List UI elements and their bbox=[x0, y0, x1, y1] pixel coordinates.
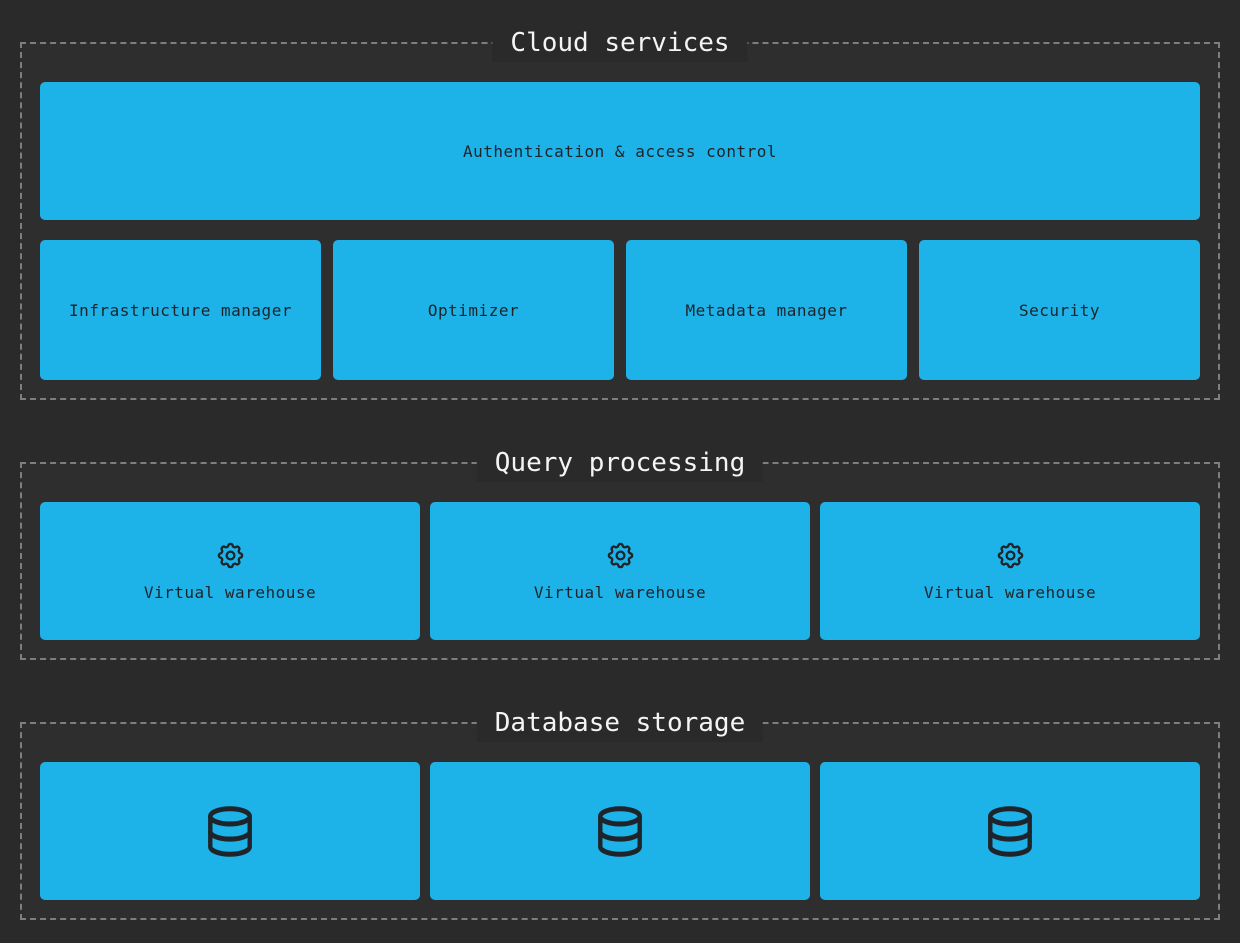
virtual-warehouse-label: Virtual warehouse bbox=[143, 583, 317, 602]
optimizer-label: Optimizer bbox=[427, 300, 520, 320]
query-processing-row: Virtual warehouse Virtual warehouse bbox=[40, 502, 1200, 640]
database-icon bbox=[207, 805, 253, 858]
section-database-storage: Database storage bbox=[20, 704, 1220, 920]
virtual-warehouse-label: Virtual warehouse bbox=[923, 583, 1097, 602]
metadata-manager-node: Metadata manager bbox=[626, 240, 907, 380]
virtual-warehouse-node: Virtual warehouse bbox=[40, 502, 420, 640]
database-node bbox=[820, 762, 1200, 900]
database-node bbox=[430, 762, 810, 900]
security-label: Security bbox=[1018, 300, 1101, 320]
database-icon bbox=[987, 805, 1033, 858]
gear-icon bbox=[605, 540, 636, 571]
section-cloud-services: Cloud services Authentication & access c… bbox=[20, 24, 1220, 400]
section-title-database-storage: Database storage bbox=[476, 704, 764, 742]
virtual-warehouse-node: Virtual warehouse bbox=[430, 502, 810, 640]
virtual-warehouse-node: Virtual warehouse bbox=[820, 502, 1200, 640]
gear-icon bbox=[995, 540, 1026, 571]
database-storage-row bbox=[40, 762, 1200, 900]
section-title-query-processing: Query processing bbox=[476, 444, 764, 482]
metadata-manager-label: Metadata manager bbox=[685, 300, 848, 320]
auth-access-control-label: Authentication & access control bbox=[462, 141, 778, 161]
cloud-services-components-row: Infrastructure manager Optimizer Metadat… bbox=[40, 240, 1200, 380]
security-node: Security bbox=[919, 240, 1200, 380]
optimizer-node: Optimizer bbox=[333, 240, 614, 380]
virtual-warehouse-label: Virtual warehouse bbox=[533, 583, 707, 602]
section-query-processing: Query processing Virtual warehouse bbox=[20, 444, 1220, 660]
auth-access-control-node: Authentication & access control bbox=[40, 82, 1200, 220]
database-node bbox=[40, 762, 420, 900]
infrastructure-manager-node: Infrastructure manager bbox=[40, 240, 321, 380]
database-icon bbox=[597, 805, 643, 858]
gear-icon bbox=[215, 540, 246, 571]
infrastructure-manager-label: Infrastructure manager bbox=[69, 300, 292, 320]
section-title-cloud-services: Cloud services bbox=[492, 24, 748, 62]
